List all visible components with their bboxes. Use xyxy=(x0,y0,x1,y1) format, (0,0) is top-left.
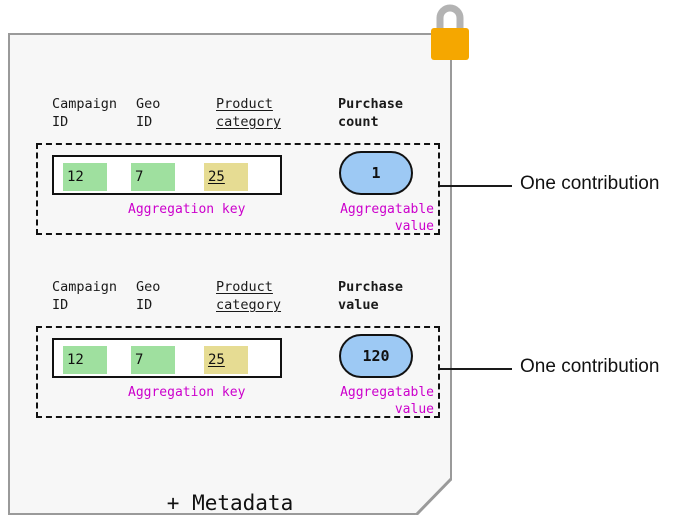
column-header-geo-id: Geo ID xyxy=(136,96,161,130)
key-cell-value: 7 xyxy=(135,352,144,368)
aggregatable-value-oval-1: 1 xyxy=(339,151,413,195)
column-header-campaign-id: Campaign ID xyxy=(52,96,118,130)
key-cell-value: 12 xyxy=(67,169,84,185)
column-header-product-category: Product category xyxy=(216,279,282,313)
aggregatable-value-caption-2: Aggregatable value xyxy=(340,385,434,417)
column-header-purchase-value: Purchase value xyxy=(338,279,404,313)
column-headers-2: Campaign ID Geo ID Product category Purc… xyxy=(36,278,440,326)
aggregation-key-box-2: 12 7 25 xyxy=(52,338,282,378)
aggregation-key-caption-1: Aggregation key xyxy=(128,202,246,217)
key-cell-value: 12 xyxy=(67,352,84,368)
key-cell-value: 25 xyxy=(208,169,225,185)
aggregatable-value-oval-2: 120 xyxy=(339,334,413,378)
contribution-dashed-outline-1: 12 7 25 1 Aggregation key Aggregatable v… xyxy=(36,143,440,235)
key-cell-value: 25 xyxy=(208,352,225,368)
column-headers-1: Campaign ID Geo ID Product category Purc… xyxy=(36,95,440,143)
column-header-geo-id: Geo ID xyxy=(136,279,161,313)
annotation-one-contribution-2: One contribution xyxy=(520,356,660,377)
key-cell-product-category: 25 xyxy=(204,346,248,374)
key-cell-geo-id: 7 xyxy=(131,163,175,191)
key-cell-geo-id: 7 xyxy=(131,346,175,374)
contribution-block-1: Campaign ID Geo ID Product category Purc… xyxy=(36,95,440,235)
aggregation-key-box-1: 12 7 25 xyxy=(52,155,282,195)
key-cell-value: 7 xyxy=(135,169,144,185)
leader-line-1 xyxy=(440,185,512,187)
key-cell-product-category: 25 xyxy=(204,163,248,191)
annotation-one-contribution-1: One contribution xyxy=(520,173,660,194)
aggregatable-value-caption-1: Aggregatable value xyxy=(340,202,434,234)
leader-line-2 xyxy=(440,368,512,370)
key-cell-campaign-id: 12 xyxy=(63,346,107,374)
aggregatable-report-card xyxy=(8,33,452,515)
key-cell-campaign-id: 12 xyxy=(63,163,107,191)
contribution-dashed-outline-2: 12 7 25 120 Aggregation key Aggregatable… xyxy=(36,326,440,418)
column-header-purchase-count: Purchase count xyxy=(338,96,404,130)
column-header-campaign-id: Campaign ID xyxy=(52,279,118,313)
aggregation-key-caption-2: Aggregation key xyxy=(128,385,246,400)
contribution-block-2: Campaign ID Geo ID Product category Purc… xyxy=(36,278,440,418)
column-header-product-category: Product category xyxy=(216,96,282,130)
padlock-icon xyxy=(424,2,476,64)
